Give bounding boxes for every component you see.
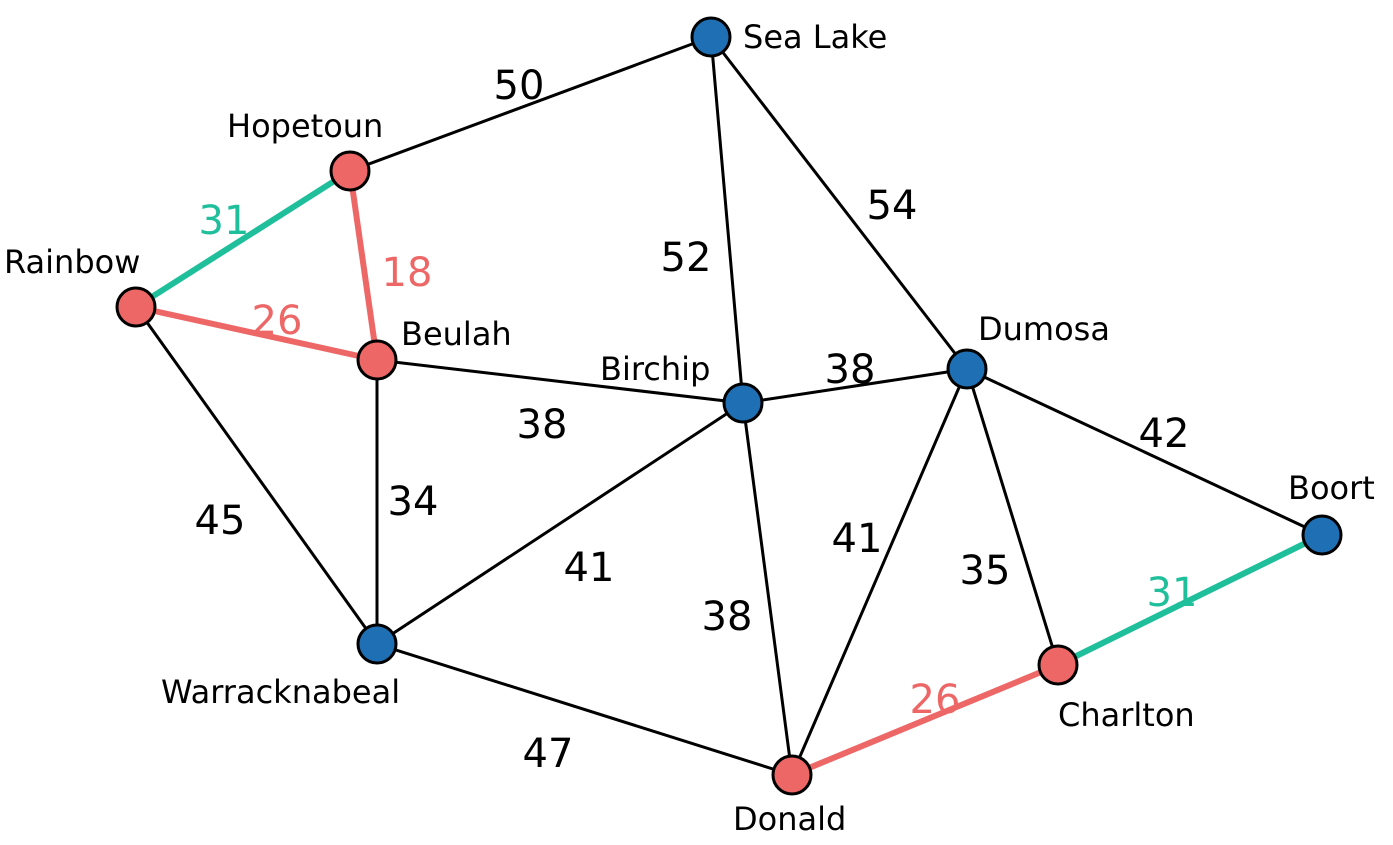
edge-weight-sea-lake-birchip: 52	[661, 235, 712, 281]
node-label-beulah: Beulah	[401, 315, 512, 353]
edge-weight-charlton-boort: 31	[1147, 570, 1198, 616]
node-charlton	[1037, 644, 1079, 686]
edge-weight-rainbow-beulah: 26	[252, 298, 303, 344]
node-label-hopetoun: Hopetoun	[227, 107, 383, 145]
edge-weight-donald-charlton: 26	[910, 677, 961, 723]
node-hopetoun	[329, 150, 371, 192]
node-label-warracknabeal: Warracknabeal	[161, 673, 400, 711]
edge-weight-warracknabeal-birchip: 41	[564, 545, 615, 591]
edge-rainbow-warracknabeal	[134, 305, 379, 646]
nodes-layer	[115, 16, 1343, 796]
node-dumosa	[946, 348, 988, 390]
edge-hopetoun-beulah	[347, 168, 380, 363]
node-birchip	[722, 382, 764, 424]
node-sea-lake	[690, 16, 732, 58]
edge-rainbow-beulah	[133, 304, 380, 363]
node-rainbow	[115, 286, 157, 328]
node-label-rainbow: Rainbow	[4, 243, 140, 281]
node-label-charlton: Charlton	[1058, 696, 1195, 734]
edge-weights-layer: 50 52 54 31 18 26 45 38 34 38 41 38 42 41 35 31 47 26	[195, 63, 1198, 777]
edge-birchip-dumosa	[741, 367, 969, 405]
edge-warracknabeal-birchip	[375, 401, 745, 646]
edge-sea-lake-birchip	[709, 35, 745, 405]
edge-birchip-donald	[741, 401, 794, 777]
node-label-boort: Boort	[1288, 469, 1375, 507]
edge-rainbow-hopetoun	[133, 168, 353, 310]
edge-weight-beulah-warracknabeal: 34	[388, 479, 439, 525]
edge-charlton-boort	[1055, 532, 1325, 668]
edge-weight-hopetoun-sea-lake: 50	[494, 63, 545, 109]
edge-donald-dumosa	[790, 367, 969, 777]
node-boort	[1301, 514, 1343, 556]
node-beulah	[356, 339, 398, 381]
node-label-sea-lake: Sea Lake	[743, 18, 887, 56]
edge-weight-rainbow-warracknabeal: 45	[195, 498, 246, 544]
edge-dumosa-charlton	[965, 367, 1060, 667]
edge-weight-donald-dumosa: 41	[832, 516, 883, 562]
node-warracknabeal	[356, 623, 398, 665]
edge-sea-lake-dumosa	[709, 35, 969, 371]
edge-weight-dumosa-boort: 42	[1139, 411, 1190, 457]
edge-weight-warracknabeal-donald: 47	[523, 731, 574, 777]
edge-weight-sea-lake-dumosa: 54	[867, 183, 918, 229]
edges-layer	[133, 35, 1325, 778]
edge-weight-rainbow-hopetoun: 31	[199, 198, 250, 244]
edge-dumosa-boort	[965, 367, 1324, 537]
edge-weight-hopetoun-beulah: 18	[382, 250, 433, 296]
edge-hopetoun-sea-lake	[348, 35, 713, 173]
node-label-donald: Donald	[733, 800, 846, 838]
edge-beulah-birchip	[375, 358, 745, 405]
node-donald	[771, 754, 813, 796]
edge-weight-dumosa-charlton: 35	[960, 548, 1011, 594]
edge-warracknabeal-donald	[375, 642, 794, 777]
edge-weight-birchip-donald: 38	[702, 594, 753, 640]
edge-donald-charlton	[789, 662, 1061, 778]
edge-weight-birchip-dumosa: 38	[825, 347, 876, 393]
node-label-dumosa: Dumosa	[978, 310, 1110, 348]
node-label-birchip: Birchip	[600, 350, 710, 388]
edge-weight-beulah-birchip: 38	[517, 402, 568, 448]
